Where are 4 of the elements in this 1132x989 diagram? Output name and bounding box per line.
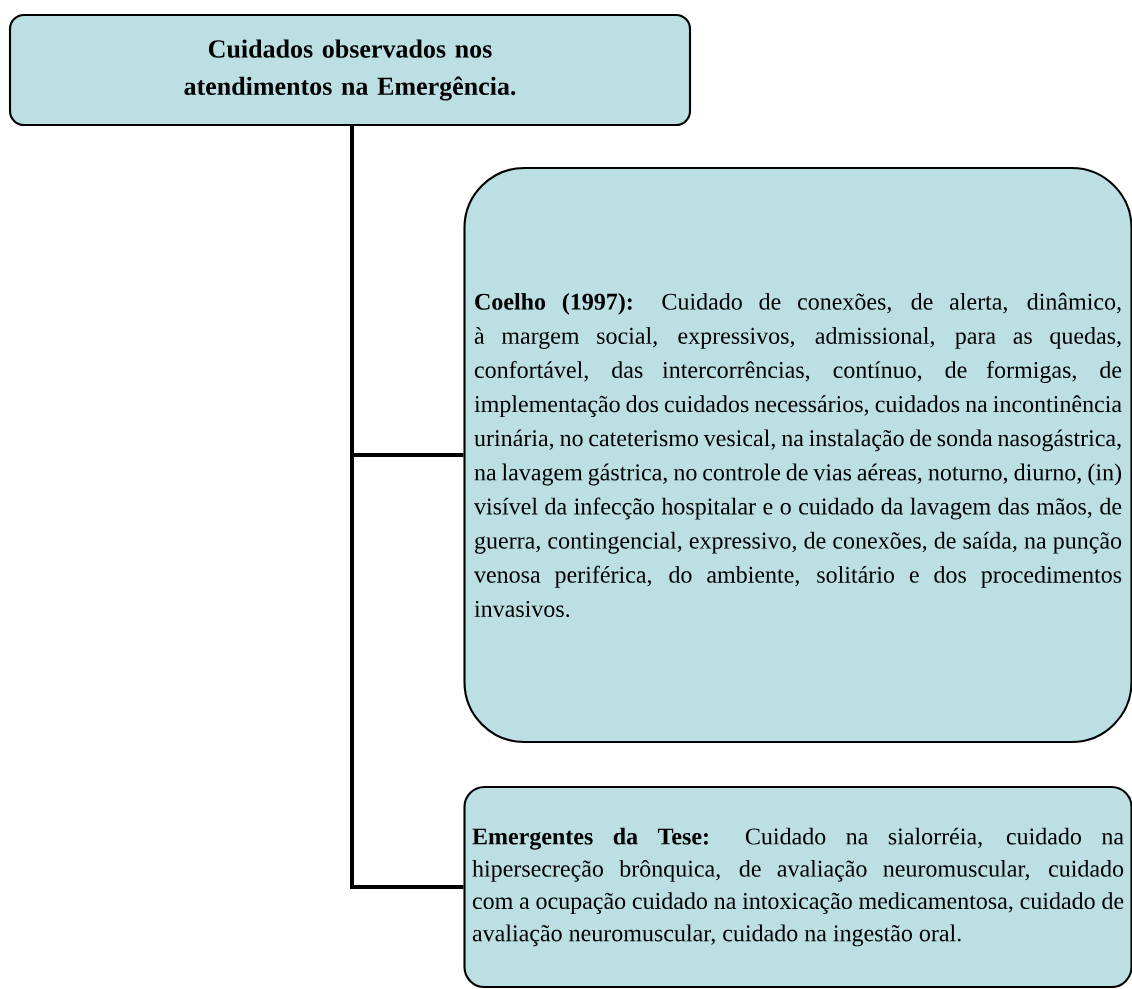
connector-line xyxy=(350,126,464,889)
title-box: Cuidados observados nos atendimentos na Emergência. xyxy=(8,13,692,127)
text-box: Emergentes da Tese: Cuidado na sialorréia, cuidado na hipersecreção brônquica, de avaliação neuromuscular, cuidado com a ocupação cuidado na intoxicação medicamentosa, cuidado de avaliação neuromuscular, cuidado na ingestão oral. xyxy=(463,785,1132,989)
text-box: Coelho (1997): Cuidado de conexões, de alerta, dinâmico, à margem social, expressivos, admissional, para as quedas, confortável, das intercorrências, contínuo, de formigas, de implementação dos cuidados necessários, cuidados na incontinência urinária, no cateterismo vesical, na instalação de sonda nasogástrica, na lavagem gástrica, no controle de vias aéreas, noturno, diurno, (in) visível da infecção hospitalar e o cuidado da lavagem das mãos, de guerra, contingencial, expressivo, de conexões, de saída, na punção venosa periférica, do ambiente, solitário e dos procedimentos invasivos. xyxy=(463,166,1132,744)
